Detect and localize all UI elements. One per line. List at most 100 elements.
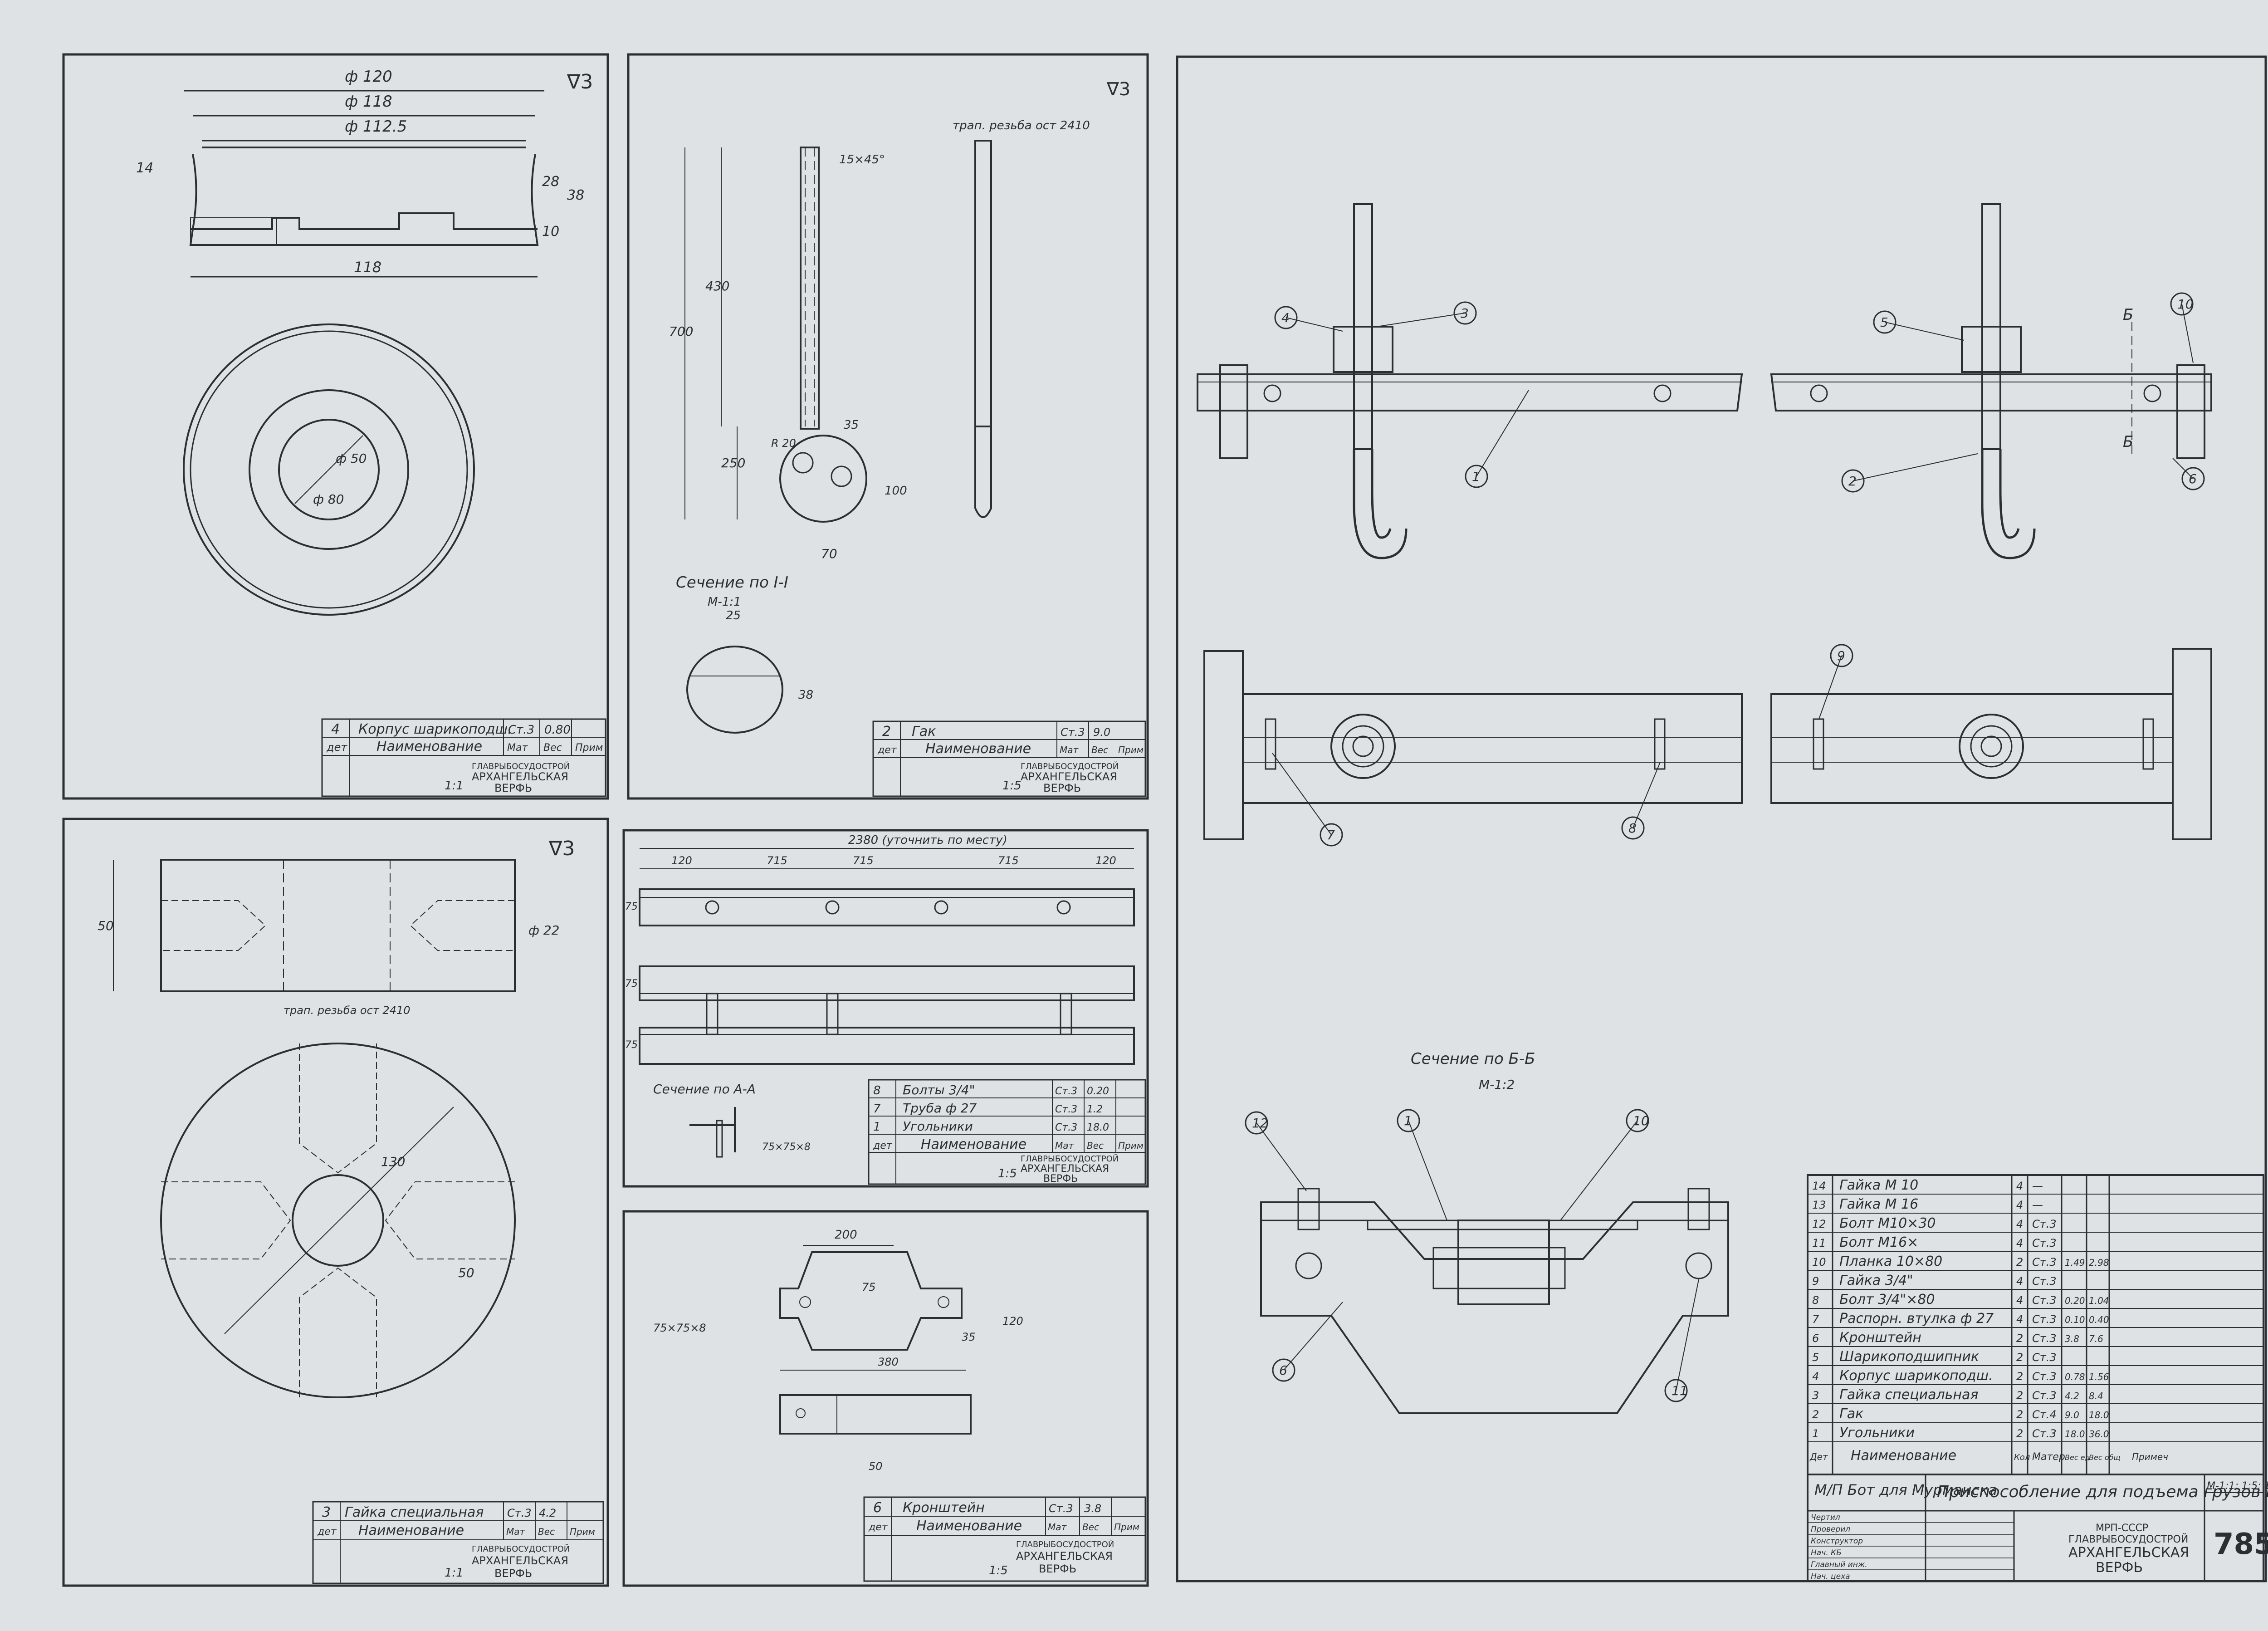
callout-number: 3 xyxy=(1461,306,1469,321)
part3-dim-130: 130 xyxy=(381,1154,405,1169)
sheet-frame-mid-center xyxy=(622,829,1149,1188)
part4-dim-14: 14 xyxy=(136,160,153,176)
part4-dim-d50: ф 50 xyxy=(336,451,367,466)
signature-role: Главный инж. xyxy=(1811,1560,1867,1569)
bom-header-cell: Наименование xyxy=(1851,1448,1956,1464)
part1-drawing: 2380 (уточнить по месту) 120 715 715 715… xyxy=(625,833,1135,1158)
part3-hdr-mat: Мат xyxy=(506,1526,526,1537)
bom-cell: 1 xyxy=(1812,1427,1819,1440)
part3-drawing: ∇3 50 ф 22 трап. резьба ост 2410 130 50 xyxy=(98,837,575,1398)
bom-cell: 4 xyxy=(2016,1199,2023,1211)
section-bb-scale: М-1:2 xyxy=(1479,1077,1515,1092)
part1-dim-75c: 75 xyxy=(625,1039,638,1051)
main-title-block: М/П Бот для Мурманска Приспособление для… xyxy=(1807,1474,2268,1582)
part2-num: 2 xyxy=(882,724,891,740)
part4-shipyard-2: АРХАНГЕЛЬСКАЯ xyxy=(472,770,568,783)
part4-dim-10: 10 xyxy=(542,224,559,240)
part1-dim-75b: 75 xyxy=(625,978,638,989)
part4-dim-d118: ф 118 xyxy=(345,93,392,111)
bom-cell: Гак xyxy=(1839,1406,1863,1422)
bom-cell: Ст.3 xyxy=(2032,1256,2057,1269)
bom-cell: 3 xyxy=(1812,1389,1819,1402)
assembly-plan xyxy=(1203,648,2212,840)
bom-cell: Болт М16× xyxy=(1839,1234,1918,1250)
part4-dim-28: 28 xyxy=(542,174,559,190)
part6-dim-50: 50 xyxy=(869,1460,883,1473)
part2-material: Ст.3 xyxy=(1061,726,1085,739)
bom-cell: 6 xyxy=(1812,1332,1819,1345)
sheet-frame-mid-bottom xyxy=(622,1210,1149,1587)
bom-cell: Ст.3 xyxy=(2032,1237,2057,1249)
part6-shipyard-1: ГЛАВРЫБОСУДОСТРОЙ xyxy=(1016,1539,1114,1549)
part4-hdr-note: Прим xyxy=(575,742,603,754)
bom-cell: 0.20 xyxy=(2065,1295,2085,1306)
bom-cell: 0.78 xyxy=(2065,1371,2085,1382)
bom-header-cell: Матер xyxy=(2032,1451,2065,1463)
bom-cell: Ст.3 xyxy=(2032,1351,2057,1364)
bom-cell: 2 xyxy=(2016,1256,2023,1269)
shipyard-line-2: АРХАНГЕЛЬСКАЯ xyxy=(2068,1545,2189,1561)
part6-scale: 1:5 xyxy=(989,1564,1008,1577)
part2-hdr-wt: Вес xyxy=(1091,744,1108,755)
callout-number: 9 xyxy=(1837,648,1845,663)
part4-shipyard-1: ГЛАВРЫБОСУДОСТРОЙ xyxy=(472,761,570,771)
part2-hdr-note: Прим xyxy=(1118,744,1144,755)
bom-cell: 4 xyxy=(1812,1370,1819,1383)
bom-cell: 4 xyxy=(2016,1237,2023,1249)
shipyard-line-1: ГЛАВРЫБОСУДОСТРОЙ xyxy=(2068,1533,2188,1545)
part1-dim-120b: 120 xyxy=(1095,854,1116,867)
callout-number: 7 xyxy=(1327,828,1335,842)
section1-dim-25: 25 xyxy=(726,609,741,622)
part6-dim-120: 120 xyxy=(1002,1315,1023,1327)
ministry: МРП-СССР xyxy=(2096,1523,2148,1534)
bom-cell: Планка 10×80 xyxy=(1839,1254,1942,1269)
bom-cell: Ст.4 xyxy=(2032,1408,2057,1421)
part2-hdr-name: Наименование xyxy=(925,741,1031,757)
part6-hdr-note: Прим xyxy=(1114,1522,1139,1533)
part1-cell: Труба ф 27 xyxy=(903,1101,977,1116)
drawing-number: 785 xyxy=(2214,1528,2268,1561)
bom-cell: 5 xyxy=(1812,1351,1819,1364)
part4-weight: 0.80 xyxy=(544,723,571,737)
bom-cell: — xyxy=(2032,1180,2043,1192)
signature-role: Проверил xyxy=(1811,1525,1850,1534)
bom-cell: 4.2 xyxy=(2065,1391,2079,1401)
part3-hdr-det: дет xyxy=(317,1526,337,1538)
part4-num: 4 xyxy=(331,721,340,737)
main-scale: М-1:1; 1:5; 1:2 xyxy=(2207,1480,2268,1492)
bom-cell: 14 xyxy=(1812,1180,1826,1192)
part6-shipyard-3: ВЕРФЬ xyxy=(1039,1562,1076,1575)
part6-hdr-det: дет xyxy=(868,1522,888,1533)
part6-hdr-wt: Вес xyxy=(1082,1522,1099,1533)
part1-shipyard-1: ГЛАВРЫБОСУДОСТРОЙ xyxy=(1021,1154,1119,1164)
part1-dim-715b: 715 xyxy=(853,854,874,867)
part2-shipyard-1: ГЛАВРЫБОСУДОСТРОЙ xyxy=(1021,761,1119,771)
bom-cell: 2 xyxy=(2016,1370,2023,1383)
bom-cell: Угольники xyxy=(1839,1425,1915,1441)
section1-scale: М-1:1 xyxy=(708,595,741,609)
part1-cell: 0.20 xyxy=(1087,1086,1109,1097)
part4-dim-d80: ф 80 xyxy=(313,492,344,507)
section-aa-title: Сечение по А-А xyxy=(653,1082,756,1097)
bom-cell: 8 xyxy=(1812,1294,1819,1307)
part1-hdr-note: Прим xyxy=(1118,1140,1144,1151)
part2-dim-70: 70 xyxy=(821,546,837,561)
part6-title-block: 6 Кронштейн Ст.3 3.8 дет Наименование Ма… xyxy=(863,1496,1146,1582)
bom-header-cell: Дет xyxy=(1809,1451,1828,1462)
callout-number: 10 xyxy=(1633,1113,1649,1128)
bom-cell: 3.8 xyxy=(2065,1333,2079,1344)
bom-cell: 2 xyxy=(2016,1427,2023,1440)
part4-name: Корпус шарикоподш. xyxy=(358,721,512,737)
part2-hdr-mat: Мат xyxy=(1060,744,1079,755)
part1-angle-label: 75×75×8 xyxy=(762,1141,811,1153)
part2-dim-35: 35 xyxy=(844,418,859,432)
part4-dim-d120: ф 120 xyxy=(345,68,392,86)
part2-dim-chamfer: 15×45° xyxy=(839,153,885,167)
callout-number: 6 xyxy=(1279,1363,1287,1378)
bom-cell: 2 xyxy=(2016,1408,2023,1421)
bom-cell: Ст.3 xyxy=(2032,1218,2057,1230)
bom-cell: 1.04 xyxy=(2089,1295,2109,1306)
bom-cell: 7 xyxy=(1812,1313,1819,1326)
bom-cell: Ст.3 xyxy=(2032,1313,2057,1326)
